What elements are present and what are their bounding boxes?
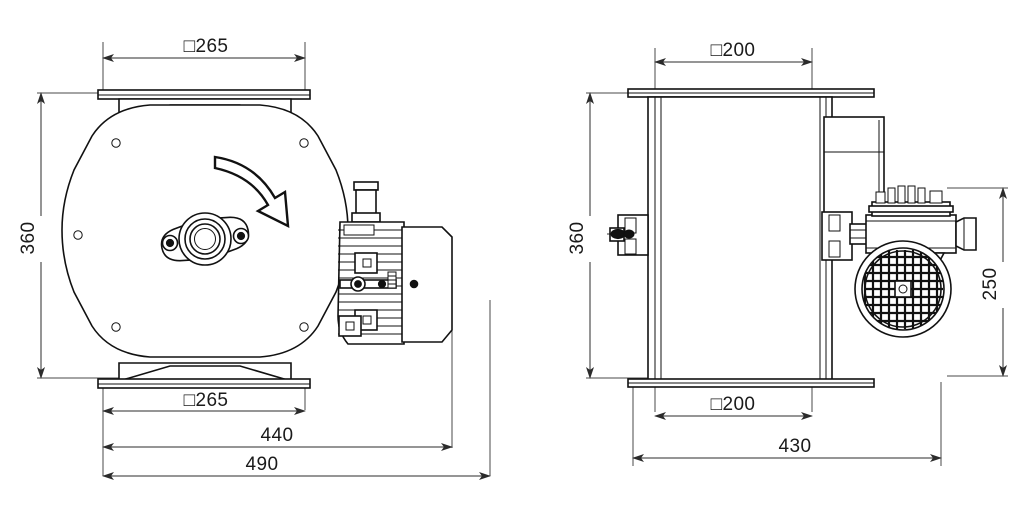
dim-front-bottom-265-label: □265 xyxy=(184,390,229,411)
dim-side-height-360: 360 xyxy=(567,92,594,379)
dim-front-440-label: 440 xyxy=(261,425,294,446)
front-gear-motor-assembly xyxy=(337,181,453,345)
dim-front-bottom-265: □265 xyxy=(102,390,306,415)
dim-side-motor-250-label: 250 xyxy=(980,268,1001,301)
side-left-bearing-housing xyxy=(609,214,649,256)
side-top-flange xyxy=(627,88,875,98)
bolt-hole xyxy=(73,230,83,240)
front-top-flange xyxy=(97,89,311,100)
side-bottom-flange xyxy=(627,378,875,388)
dim-side-height-360-label: 360 xyxy=(567,222,588,255)
dim-front-490: 490 xyxy=(102,454,491,480)
front-motor-top-detail xyxy=(343,224,375,236)
dim-side-bottom-200: □200 xyxy=(654,394,813,420)
dim-front-490-label: 490 xyxy=(246,454,279,475)
dim-front-height-360-label: 360 xyxy=(18,222,39,255)
bolt-hole xyxy=(111,322,121,332)
dim-front-top-265: □265 xyxy=(102,36,306,62)
side-elevation-view: □200 360 250 □200 430 xyxy=(567,40,1008,466)
side-valve-housing xyxy=(647,96,833,383)
dim-front-440: 440 xyxy=(102,424,453,451)
front-elevation-view: □265 360 □265 440 490 xyxy=(18,36,491,480)
bolt-hole xyxy=(111,138,121,148)
front-motor-end-housing xyxy=(401,226,453,343)
dim-side-motor-250: 250 xyxy=(980,187,1007,377)
dim-side-top-200: □200 xyxy=(654,40,813,66)
dim-front-top-265-label: □265 xyxy=(184,36,229,57)
side-motor-cable-gland xyxy=(955,217,977,251)
side-view-extension-lines xyxy=(586,48,1008,466)
dim-side-bottom-200-label: □200 xyxy=(711,394,756,415)
side-motor-fan-cover xyxy=(854,240,952,338)
flange-bearing-hub xyxy=(160,212,250,266)
bolt-hole xyxy=(299,138,309,148)
side-right-bearing-housing xyxy=(821,211,871,261)
dim-side-top-200-label: □200 xyxy=(711,40,756,61)
rotation-direction-arrow xyxy=(213,155,290,229)
dim-side-430: 430 xyxy=(632,436,942,462)
front-motor-terminal-box xyxy=(387,271,397,289)
front-bottom-flange xyxy=(97,378,311,389)
fan-cover-grille xyxy=(863,250,943,329)
dim-side-430-label: 430 xyxy=(779,436,812,457)
bolt-hole xyxy=(299,322,309,332)
dim-front-height-360: 360 xyxy=(18,92,45,379)
front-motor-coupling-boss xyxy=(351,181,381,223)
